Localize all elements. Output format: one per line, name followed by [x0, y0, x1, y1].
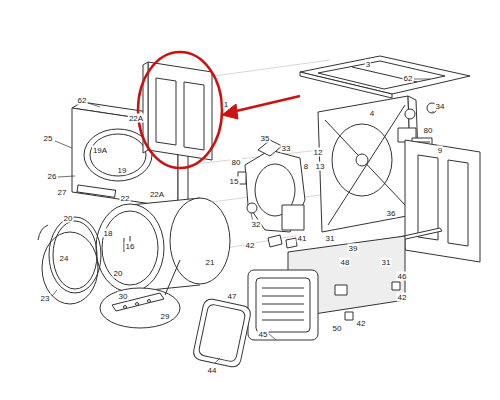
callout-number: 36 — [386, 209, 397, 218]
callout-number: 1 — [223, 100, 229, 109]
callout-number: 12 — [313, 148, 324, 157]
callout-number: 22 — [120, 194, 131, 203]
callout-number: 26 — [47, 172, 58, 181]
callout-number: 15 — [229, 177, 240, 186]
callout-number: 16 — [125, 242, 136, 251]
highlight-arrow — [222, 96, 300, 119]
callout-number: 25 — [43, 134, 54, 143]
callout-number: 18 — [103, 229, 114, 238]
front-bulkhead — [238, 140, 305, 232]
callout-number: 42 — [356, 319, 367, 328]
callout-number: 8 — [303, 162, 309, 171]
callout-number: 47 — [227, 292, 238, 301]
callout-number: 9 — [437, 146, 443, 155]
side-panel-36 — [405, 140, 480, 262]
callout-number: 32 — [251, 220, 262, 229]
callout-number: 29 — [160, 312, 171, 321]
callout-number: 46 — [397, 272, 408, 281]
highlight-circle — [138, 52, 222, 168]
callout-number: 30 — [118, 292, 129, 301]
callout-number: 45 — [258, 330, 269, 339]
callout-number: 13 — [315, 162, 326, 171]
callout-number: 42 — [245, 241, 256, 250]
callout-number: 50 — [332, 324, 343, 333]
callout-number: 21 — [205, 258, 216, 267]
callout-number: 3 — [365, 60, 371, 69]
top-panel — [300, 56, 470, 98]
callout-number: 39 — [348, 244, 359, 253]
callout-number: 4 — [369, 109, 375, 118]
blower-housing — [248, 270, 318, 340]
callout-number: 31 — [325, 234, 336, 243]
drum-rings — [38, 217, 101, 304]
callout-number: 22A — [149, 190, 165, 199]
callout-number: 19 — [117, 166, 128, 175]
callout-number: 44 — [207, 366, 218, 375]
callout-number: 34 — [435, 102, 446, 111]
callout-number: 80 — [423, 126, 434, 135]
callout-number: 22A — [128, 114, 144, 123]
callout-number: 20 — [113, 269, 124, 278]
callout-number: 27 — [57, 188, 68, 197]
callout-number: 31 — [381, 258, 392, 267]
callout-number: 24 — [59, 254, 70, 263]
callout-number: 42 — [397, 293, 408, 302]
callout-number: 20 — [63, 214, 74, 223]
leader-lines — [52, 79, 433, 363]
callout-number: 62 — [77, 96, 88, 105]
baffle-detail — [100, 260, 180, 328]
callout-number: 23 — [40, 294, 51, 303]
clips — [268, 235, 400, 320]
callout-number: 62 — [403, 74, 414, 83]
gasket — [192, 298, 252, 369]
drum — [96, 198, 230, 292]
callout-number: 41 — [297, 234, 308, 243]
gasket-inner — [198, 304, 246, 363]
side-panel-1 — [143, 62, 212, 160]
callout-number: 33 — [281, 144, 292, 153]
callout-number: 19A — [92, 146, 108, 155]
callout-number: 35 — [260, 134, 271, 143]
callout-number: 48 — [340, 258, 351, 267]
callout-number: 80 — [231, 158, 242, 167]
